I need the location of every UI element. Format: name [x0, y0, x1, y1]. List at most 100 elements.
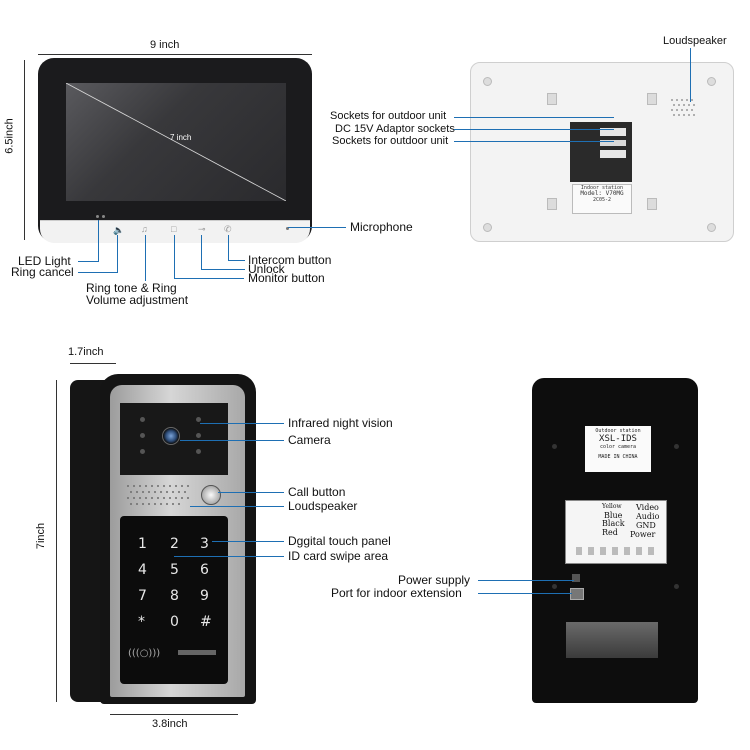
keypad-key[interactable]: 9 — [200, 588, 209, 604]
mount-hole-icon — [647, 93, 657, 105]
mount-hole-icon — [547, 93, 557, 105]
mount-hole-icon — [647, 198, 657, 210]
sockets-outdoor-label-1: Sockets for outdoor unit — [330, 110, 447, 122]
sockets-outdoor-callout-line-1 — [454, 117, 614, 118]
monitor-width-label: 9 inch — [150, 39, 180, 51]
brand-logo-icon — [178, 650, 216, 655]
screen-diagonal — [66, 83, 286, 201]
power-supply-label: Power supply — [398, 573, 471, 587]
keypad-key[interactable]: 8 — [170, 588, 179, 604]
id-card-callout-line — [174, 556, 284, 557]
sticker-line: Model: V70MG — [580, 190, 624, 197]
monitor-front-view: 9 inch 6.5inch 7 inch 🔈 ♫ □ ⊸ ✆ Micropho… — [0, 0, 413, 320]
camera-label: Camera — [288, 433, 331, 447]
wire-function-label: Audio — [636, 512, 660, 521]
call-button-label: Call button — [288, 485, 346, 499]
keypad-key[interactable]: 4 — [138, 562, 147, 578]
screw-hole-icon — [674, 584, 679, 589]
microphone-hole-icon — [286, 227, 289, 230]
screw-hole-icon — [707, 77, 716, 86]
terminal-block: Yellow Blue Black Red Video Audio GND Po… — [565, 500, 667, 564]
infrared-led-icon — [196, 417, 201, 422]
socket-connector — [600, 128, 626, 136]
intercom-callout-vline — [228, 235, 229, 261]
intercom-callout-hline — [228, 260, 245, 261]
led-callout-hline — [78, 261, 99, 262]
wire-color-label: Black — [602, 519, 625, 528]
keypad-key[interactable]: 2 — [170, 536, 179, 552]
depth-dimension-line — [70, 363, 116, 364]
keypad-key[interactable]: 0 — [170, 614, 179, 630]
monitor-button-label: Monitor button — [248, 271, 325, 285]
monitor-icon[interactable]: □ — [171, 224, 177, 234]
key-icon[interactable]: ⊸ — [198, 224, 206, 234]
dc-adaptor-label: DC 15V Adaptor sockets — [335, 123, 455, 135]
indoor-extension-label: Port for indoor extension — [331, 586, 462, 600]
infrared-led-icon — [140, 417, 145, 422]
led-light-icon — [96, 215, 99, 218]
sticker-line: 2C05-2 — [592, 197, 612, 203]
wire-color-label: Blue — [604, 511, 623, 520]
volume-adjustment-label: Volume adjustment — [86, 293, 189, 307]
call-button-icon[interactable] — [201, 485, 221, 505]
phone-icon[interactable]: ✆ — [224, 224, 232, 234]
sticker-line: color camera — [599, 444, 637, 450]
outdoor-height-dimension-line — [56, 380, 57, 702]
monitor-screen: 7 inch — [66, 83, 286, 201]
infrared-callout-line — [200, 423, 284, 424]
mount-hole-icon — [547, 198, 557, 210]
infrared-led-icon — [196, 433, 201, 438]
power-supply-callout-line — [478, 580, 574, 581]
speaker-icon[interactable]: 🔈 — [113, 225, 125, 235]
sticker-line: Indoor station — [580, 185, 624, 191]
ring-tone-label: Ring tone & Ring — [86, 281, 177, 295]
terminal-screw-row — [576, 547, 660, 555]
screw-hole-icon — [552, 444, 557, 449]
led-callout-vline — [98, 220, 99, 262]
screw-hole-icon — [552, 584, 557, 589]
socket-connector — [600, 150, 626, 158]
led-light-label: LED Light — [18, 254, 71, 268]
sticker-line: MADE IN CHINA — [598, 454, 638, 460]
loudspeaker-callout-line — [690, 48, 691, 102]
outdoor-width-label: 3.8inch — [152, 718, 188, 730]
camera-module — [120, 403, 228, 475]
loudspeaker-callout-line-2 — [190, 506, 284, 507]
ring-cancel-label: Ring cancel — [11, 265, 74, 279]
wire-function-label: Video — [636, 503, 659, 512]
keypad-key[interactable]: 3 — [200, 536, 209, 552]
wire-color-label: Yellow — [602, 503, 622, 510]
keypad-key[interactable]: * — [138, 614, 145, 630]
keypad-key[interactable]: 1 — [138, 536, 147, 552]
outdoor-speaker-grill-icon — [127, 485, 189, 505]
screen-size-label: 7 inch — [170, 133, 192, 142]
outdoor-back-vent — [566, 622, 658, 658]
keypad-key[interactable]: 7 — [138, 588, 147, 604]
monitor-socket-panel — [570, 122, 632, 182]
sticker-line: Outdoor station — [595, 428, 641, 434]
width-dimension-line — [38, 54, 312, 55]
dc-adaptor-callout-line — [454, 129, 614, 130]
keypad-key[interactable]: 6 — [200, 562, 209, 578]
keypad-key[interactable]: # — [200, 614, 212, 630]
monitor-callout-vline — [174, 235, 175, 279]
monitor-callout-hline — [174, 278, 244, 279]
wire-color-label: Red — [602, 528, 618, 537]
unlock-callout-hline — [201, 269, 245, 270]
outdoor-loudspeaker-label: Loudspeaker — [288, 499, 358, 513]
unlock-label: Unlock — [248, 262, 285, 276]
height-dimension-line — [24, 60, 25, 240]
id-card-label: ID card swipe area — [288, 549, 389, 563]
screw-hole-icon — [674, 444, 679, 449]
keypad-key[interactable]: 5 — [170, 562, 179, 578]
touch-keypad[interactable]: 1 2 3 4 5 6 7 8 9 * 0 # (((○))) — [120, 516, 228, 684]
camera-callout-line — [180, 440, 284, 441]
microphone-label: Microphone — [350, 220, 413, 234]
screw-hole-icon — [707, 223, 716, 232]
ring-tone-callout-line — [145, 235, 146, 281]
indoor-station-sticker: Indoor station Model: V70MG 2C05-2 — [572, 184, 632, 214]
monitor-loudspeaker-label: Loudspeaker — [663, 35, 727, 47]
screw-hole-icon — [483, 223, 492, 232]
music-note-icon[interactable]: ♫ — [141, 224, 148, 234]
monitor-button-strip: 🔈 ♫ □ ⊸ ✆ — [40, 215, 310, 243]
